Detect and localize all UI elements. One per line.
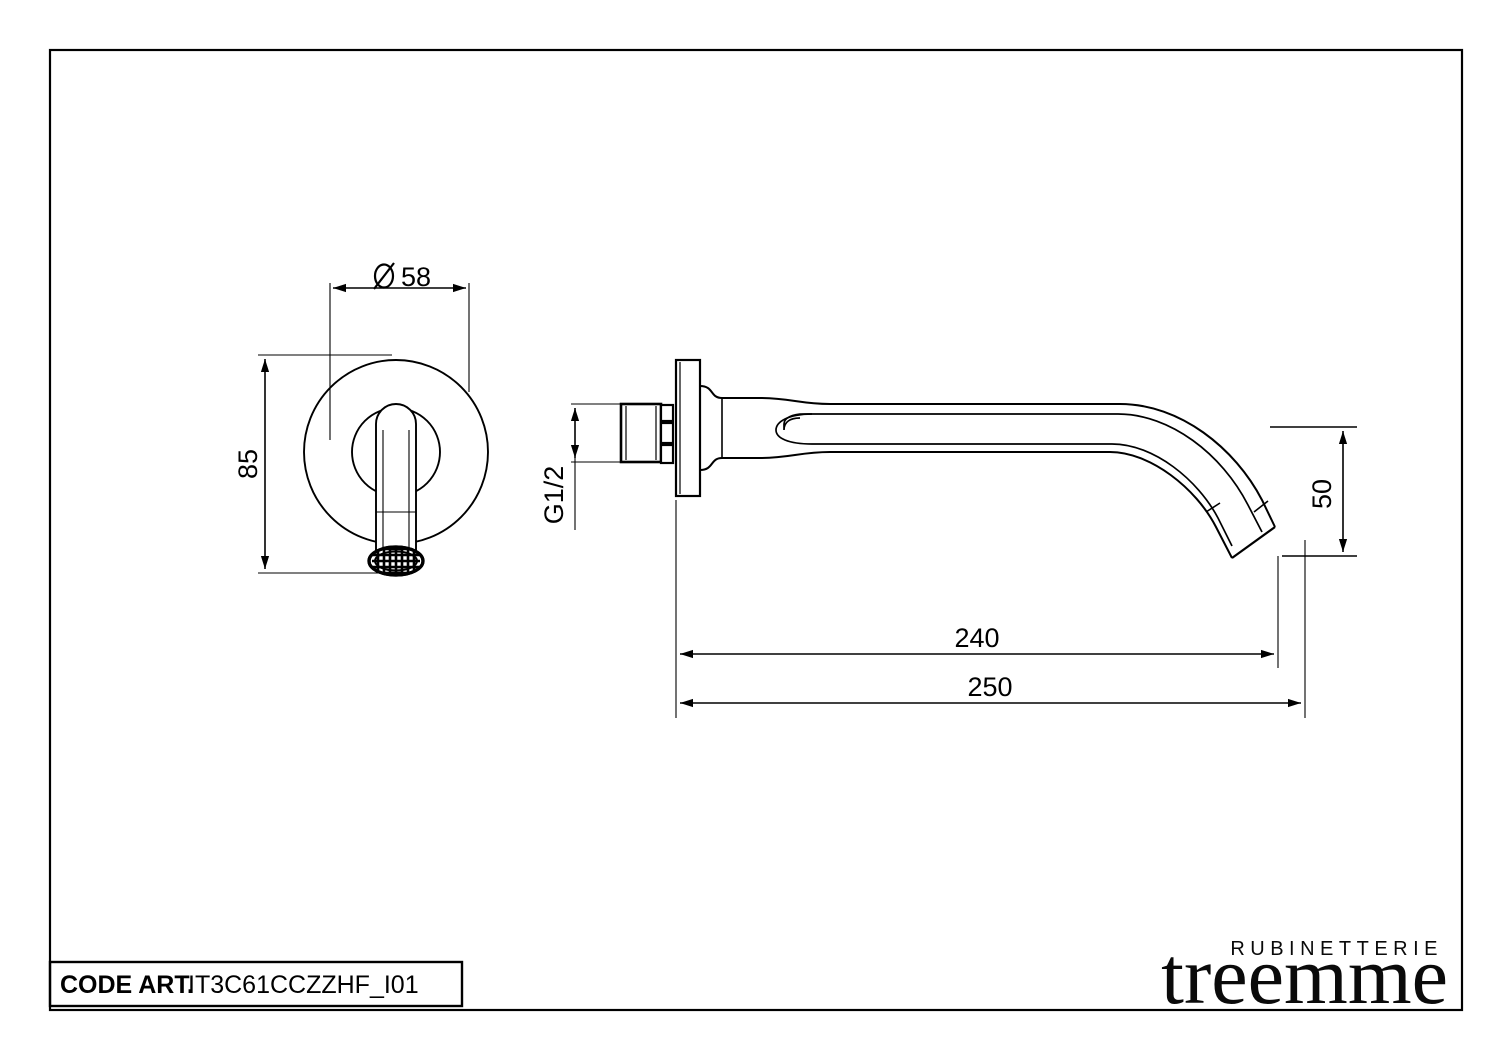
brand-tagline: RUBINETTERIE bbox=[1230, 938, 1443, 960]
dimension-label-diameter-58: 58 bbox=[401, 262, 431, 292]
dimension-height-85: 85 bbox=[233, 354, 392, 574]
dimension-reach-250: 250 bbox=[680, 672, 1301, 708]
brand-logo: RUBINETTERIE treemme bbox=[1161, 930, 1448, 1021]
dimension-label-thread-g12: G1/2 bbox=[539, 466, 569, 525]
dimension-label-reach-250: 250 bbox=[967, 672, 1012, 702]
dimension-diameter-58: 58 bbox=[329, 262, 470, 440]
diameter-symbol-icon bbox=[373, 262, 395, 290]
aerator-mesh bbox=[367, 545, 425, 577]
front-view: 58 85 bbox=[233, 262, 489, 577]
dimension-label-drop-50: 50 bbox=[1307, 479, 1337, 509]
dimension-thread-g12: G1/2 bbox=[539, 403, 645, 530]
brand-name: treemme bbox=[1161, 930, 1448, 1021]
threaded-nipple-g12 bbox=[619, 402, 675, 465]
title-block-label: CODE ART. bbox=[60, 971, 194, 999]
dimension-label-height-85: 85 bbox=[233, 449, 263, 479]
dimension-reach-240: 240 bbox=[680, 623, 1274, 659]
side-view: G1/2 50 240 250 bbox=[539, 358, 1357, 718]
wall-flange bbox=[674, 358, 702, 498]
sheet-frame bbox=[48, 48, 1464, 1012]
dimension-drop-50: 50 bbox=[1270, 426, 1357, 557]
dimension-label-reach-240: 240 bbox=[954, 623, 999, 653]
spout-outlet-barrel bbox=[375, 403, 417, 560]
spout-body bbox=[699, 385, 1276, 559]
title-block-code: IT3C61CCZZHF_I01 bbox=[188, 971, 419, 999]
title-block: CODE ART. IT3C61CCZZHF_I01 bbox=[48, 960, 464, 1008]
